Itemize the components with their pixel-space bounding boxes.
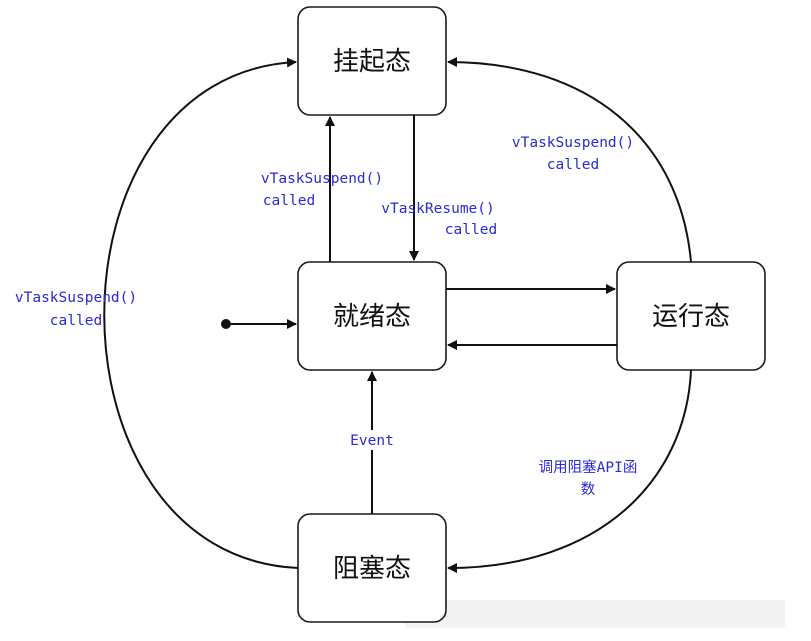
label-ready-to-suspended-line2: called xyxy=(263,193,315,209)
initial-state-dot xyxy=(221,319,231,329)
label-running-to-suspended-line2: called xyxy=(547,157,599,173)
label-running-to-blocked-line2: 数 xyxy=(581,481,596,498)
label-running-to-suspended: vTaskSuspend() called xyxy=(512,135,634,173)
label-left-outer-suspend: vTaskSuspend() called xyxy=(15,290,137,329)
label-suspended-to-ready: vTaskResume() called xyxy=(381,201,497,238)
state-running: 运行态 xyxy=(616,261,766,371)
label-ready-to-suspended-line1: vTaskSuspend() xyxy=(261,171,383,187)
label-left-outer-suspend-line1: vTaskSuspend() xyxy=(15,290,137,306)
running-to-suspended-arrow xyxy=(447,57,692,263)
state-ready: 就绪态 xyxy=(297,261,447,371)
state-suspended-label: 挂起态 xyxy=(333,47,411,77)
label-running-to-blocked: 调用阻塞API函 数 xyxy=(539,458,638,498)
blocked-to-suspended-arrow xyxy=(103,57,299,569)
label-running-to-blocked-line1: 调用阻塞API函 xyxy=(539,458,638,476)
state-blocked-label: 阻塞态 xyxy=(333,554,411,584)
label-running-to-suspended-line1: vTaskSuspend() xyxy=(512,135,634,151)
label-suspended-to-ready-line2: called xyxy=(445,222,497,238)
label-left-outer-suspend-line2: called xyxy=(50,313,102,329)
running-to-blocked-arrow xyxy=(447,369,692,573)
label-ready-to-suspended: vTaskSuspend() called xyxy=(261,171,383,209)
label-blocked-to-ready: Event xyxy=(349,430,395,450)
label-blocked-to-ready-bg xyxy=(349,430,395,450)
label-blocked-to-ready-line1: Event xyxy=(350,433,394,449)
state-running-label: 运行态 xyxy=(652,302,730,332)
state-ready-label: 就绪态 xyxy=(333,302,411,332)
watermark-fade xyxy=(405,600,785,628)
label-suspended-to-ready-line1: vTaskResume() xyxy=(381,201,495,217)
state-blocked: 阻塞态 xyxy=(297,513,447,623)
state-suspended: 挂起态 xyxy=(297,6,447,116)
